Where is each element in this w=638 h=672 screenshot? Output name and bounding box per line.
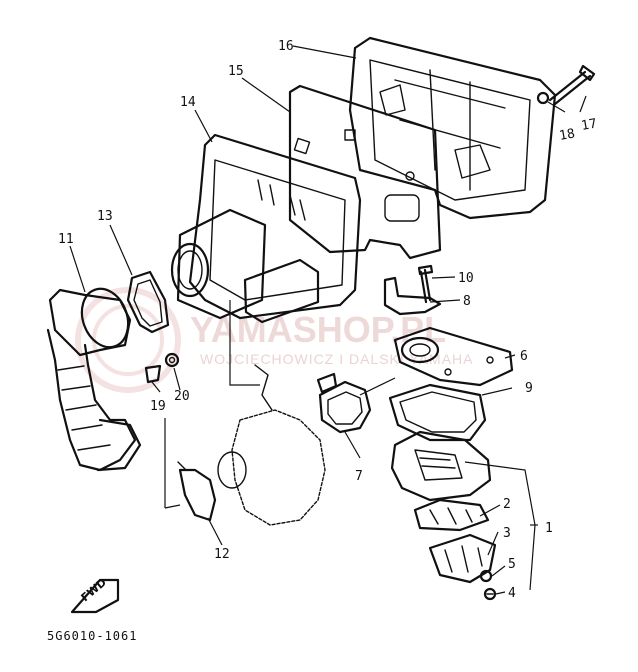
part-19-screw	[144, 364, 162, 384]
callout-3: 3	[503, 526, 511, 541]
watermark-logo-icon	[75, 287, 181, 393]
callout-labels: 1 2 3 4 5 6 7 8 9 10 11 12 13 14 15 16 1…	[58, 39, 598, 601]
part-8-bracket	[383, 276, 442, 316]
callout-16: 16	[278, 39, 294, 54]
callout-17: 17	[580, 116, 598, 133]
part-18-washer	[536, 91, 550, 105]
callout-15: 15	[228, 64, 244, 79]
callout-18: 18	[558, 126, 576, 143]
callout-2: 2	[503, 497, 511, 512]
callout-7: 7	[355, 469, 363, 484]
gasket-sheet	[217, 364, 326, 526]
callout-14: 14	[180, 95, 196, 110]
part-4-screw	[483, 587, 497, 601]
part-16-air-cleaner-case	[348, 36, 557, 220]
callout-11: 11	[58, 232, 74, 247]
part-14-air-cleaner-cover	[170, 133, 362, 324]
part-13-band	[126, 270, 170, 334]
part-3-stopper	[428, 533, 497, 584]
part-17-bolt	[548, 64, 596, 106]
part-7-clamp	[316, 372, 372, 434]
diagram-code: 5G6010-1061	[47, 629, 137, 643]
part-15-gasket	[288, 84, 442, 260]
callout-10: 10	[458, 271, 474, 286]
part-2-reed	[413, 498, 490, 532]
fwd-arrow-icon: FWD	[70, 576, 120, 614]
part-9-gasket	[388, 383, 487, 442]
callout-5: 5	[508, 557, 516, 572]
callout-8: 8	[463, 294, 471, 309]
watermark-brand: YAMASHOP.PL	[190, 309, 446, 350]
callout-4: 4	[508, 586, 516, 601]
callout-1: 1	[545, 521, 553, 536]
part-1-reed-valve-plate	[390, 430, 492, 502]
part-20-nut	[164, 352, 180, 368]
leader-lines	[69, 45, 587, 595]
part-5-washer	[479, 569, 493, 583]
callout-12: 12	[214, 547, 230, 562]
callout-20: 20	[174, 389, 190, 404]
part-6-manifold	[393, 326, 514, 387]
part-11-intake-duct	[46, 287, 142, 472]
callout-6: 6	[520, 349, 528, 364]
watermark: YAMASHOP.PL WOJCIECHOWICZ I DALSKI YAMAH…	[75, 287, 473, 393]
callout-9: 9	[525, 381, 533, 396]
part-12-clamp	[177, 461, 217, 522]
callout-13: 13	[97, 209, 113, 224]
callout-19: 19	[150, 399, 166, 414]
